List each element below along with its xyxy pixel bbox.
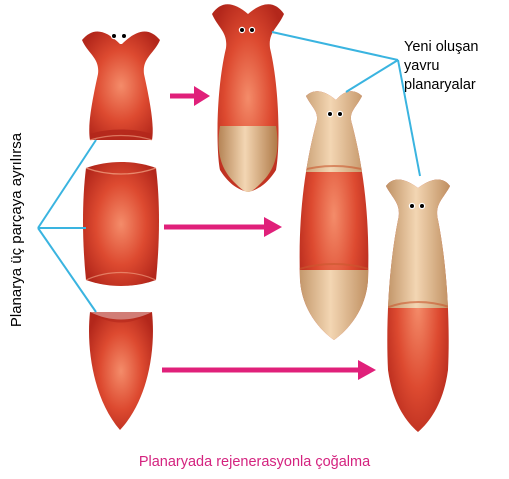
head-fragment (82, 31, 160, 140)
offspring-3 (380, 170, 460, 432)
head-eyes (111, 33, 127, 39)
offspring-label-line-2: yavru (404, 57, 508, 76)
tail-fragment (89, 312, 153, 430)
caption: Planaryada rejenerasyonla çoğalma (0, 454, 509, 470)
side-label: Planarya üç parçaya ayrılırsa (8, 100, 28, 360)
offspring-label-line-3: planaryalar (404, 76, 508, 95)
middle-fragment (83, 162, 159, 286)
arrow-middle-to-offspring (164, 217, 282, 237)
offspring-label: Yeni oluşan yavru planaryalar (404, 38, 508, 95)
offspring-2 (290, 80, 380, 350)
arrow-tail-to-offspring (162, 360, 376, 380)
offspring-label-line-1: Yeni oluşan (404, 38, 508, 57)
arrow-head-to-offspring (170, 86, 210, 106)
